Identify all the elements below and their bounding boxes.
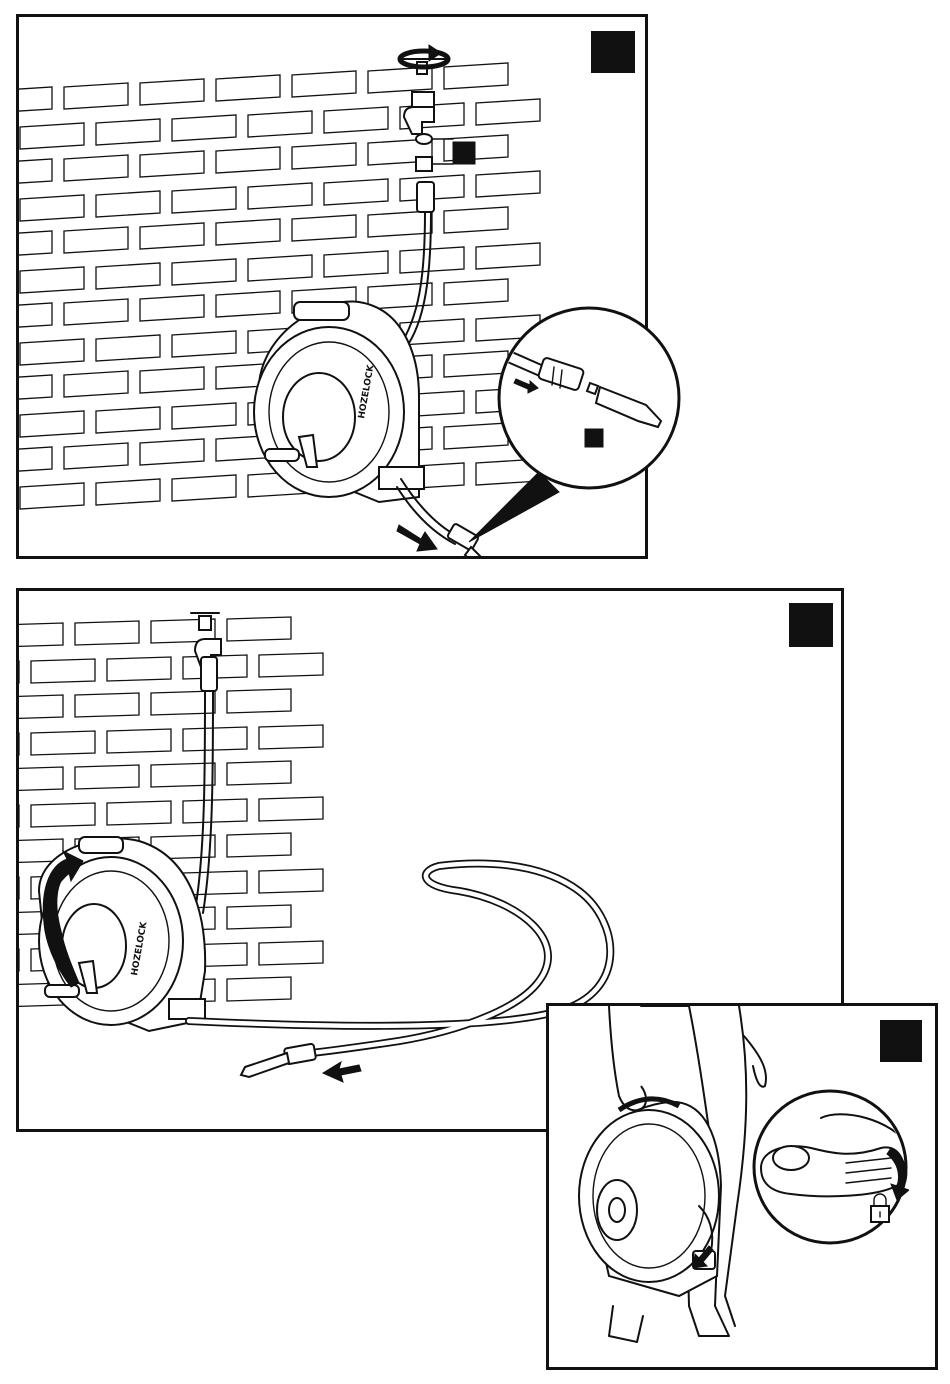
brick [64,299,128,325]
brick [476,171,540,197]
brick [75,693,139,717]
brick [140,223,204,249]
brick [19,375,52,401]
brick [172,259,236,285]
brick [19,767,63,791]
brick [172,187,236,213]
brick [292,215,356,241]
brick [248,255,312,281]
brick [19,303,52,329]
brick [140,367,204,393]
brick [259,941,323,965]
brick [444,63,508,89]
brick [20,267,84,293]
brick [444,279,508,305]
brick [20,123,84,149]
brick [19,87,52,113]
brick [259,653,323,677]
brick [140,439,204,465]
brick [227,761,291,785]
brick [183,727,247,751]
brick [20,411,84,437]
nozzle [241,1044,316,1077]
brick [64,227,128,253]
brick [96,119,160,145]
brick [107,801,171,825]
brick [172,403,236,429]
brick [183,799,247,823]
panel-carry-and-lock [546,1003,938,1370]
brick [20,483,84,509]
brick [227,689,291,713]
detail-tag [585,429,603,447]
brick [444,207,508,233]
brick [31,731,95,755]
adapter-tag [432,139,475,164]
brick [216,219,280,245]
arrow-icon [397,525,437,551]
brick [259,797,323,821]
brick [216,291,280,317]
brick [324,251,388,277]
brick [248,183,312,209]
brick [172,331,236,357]
brick [96,335,160,361]
brick [368,211,432,237]
brick [227,617,291,641]
brick [19,623,63,647]
brick [19,159,52,185]
brick [75,765,139,789]
brick [96,191,160,217]
brick [172,115,236,141]
brick [292,143,356,169]
nozzle-detail-circle [496,305,682,491]
arrow-icon [323,1062,361,1082]
brick [324,107,388,133]
brick [248,111,312,137]
brick [140,79,204,105]
brick [172,475,236,501]
brick [140,295,204,321]
brick [20,339,84,365]
brick [216,147,280,173]
lock-detail-circle [751,1088,909,1246]
brick [476,99,540,125]
brick [216,75,280,101]
brick [64,371,128,397]
brick [107,729,171,753]
brick [31,803,95,827]
brick [107,657,171,681]
brick [19,695,63,719]
brick [140,151,204,177]
brick [259,725,323,749]
brick [19,447,52,473]
brick [227,833,291,857]
brick [259,869,323,893]
brick [20,195,84,221]
brick [96,479,160,505]
brick [64,443,128,469]
brick [96,263,160,289]
brick [75,621,139,645]
step-badge-2 [789,603,833,647]
brick [227,905,291,929]
step-badge-3 [880,1020,922,1062]
brick [400,247,464,273]
brick [64,83,128,109]
brick [96,407,160,433]
step-badge-1 [591,31,635,73]
brick [31,659,95,683]
brick [64,155,128,181]
brick [19,231,52,257]
brick [324,179,388,205]
brick [292,71,356,97]
brick [476,243,540,269]
brick [227,977,291,1001]
